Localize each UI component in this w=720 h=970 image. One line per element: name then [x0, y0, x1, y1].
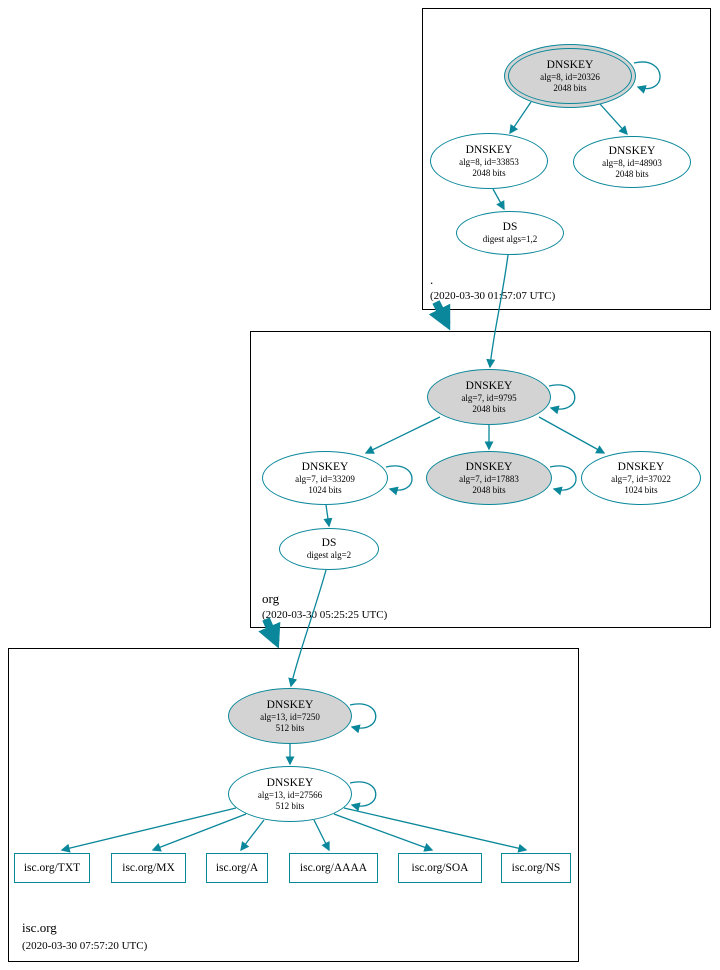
node-detail: alg=7, id=17883	[459, 474, 519, 485]
node-title: DNSKEY	[546, 58, 594, 71]
node-size: 1024 bits	[624, 484, 658, 495]
isc-org-zsk-dnskey-node: DNSKEY alg=13, id=27566 512 bits	[228, 766, 352, 822]
node-title: DS	[502, 220, 518, 233]
root-zone-timestamp: (2020-03-30 01:57:07 UTC)	[430, 290, 556, 302]
node-title: DS	[321, 536, 337, 549]
node-size: 2048 bits	[472, 403, 506, 414]
root-zone-label: .	[430, 272, 434, 287]
node-detail: digest alg=2	[306, 550, 352, 561]
node-detail: alg=7, id=33209	[295, 474, 355, 485]
root-ksk-dnskey-node: DNSKEY alg=8, id=20326 2048 bits	[504, 44, 636, 108]
node-size: 1024 bits	[308, 484, 342, 495]
rrset-isc-org-soa: isc.org/SOA	[398, 853, 482, 883]
node-detail: alg=8, id=20326	[540, 72, 600, 83]
org-zone-label: org	[262, 591, 280, 606]
node-detail: alg=7, id=9795	[461, 393, 517, 404]
node-detail: alg=8, id=33853	[459, 157, 519, 168]
node-detail: digest algs=1,2	[482, 234, 538, 245]
node-title: DNSKEY	[608, 144, 656, 157]
rrset-isc-org-mx: isc.org/MX	[111, 853, 186, 883]
node-size: 2048 bits	[615, 168, 649, 179]
node-title: DNSKEY	[617, 460, 665, 473]
org-ksk-dnskey-node: DNSKEY alg=7, id=9795 2048 bits	[427, 369, 551, 425]
node-size: 2048 bits	[472, 484, 506, 495]
node-title: DNSKEY	[266, 776, 314, 789]
rrset-isc-org-a: isc.org/A	[206, 853, 268, 883]
rrset-isc-org-txt: isc.org/TXT	[14, 853, 90, 883]
node-size: 2048 bits	[472, 167, 506, 178]
org-zone-timestamp: (2020-03-30 05:25:25 UTC)	[262, 609, 388, 621]
org-dnskey-37022-node: DNSKEY alg=7, id=37022 1024 bits	[581, 451, 701, 505]
org-dnskey-17883-node: DNSKEY alg=7, id=17883 2048 bits	[426, 451, 552, 505]
node-detail: alg=13, id=27566	[257, 790, 323, 801]
root-ds-node: DS digest algs=1,2	[456, 211, 564, 255]
node-title: DNSKEY	[266, 698, 314, 711]
node-title: DNSKEY	[465, 143, 513, 156]
node-title: DNSKEY	[301, 460, 349, 473]
rrset-isc-org-aaaa: isc.org/AAAA	[289, 853, 378, 883]
isc-org-ksk-dnskey-node: DNSKEY alg=13, id=7250 512 bits	[228, 688, 352, 744]
node-title: DNSKEY	[465, 460, 513, 473]
node-detail: alg=13, id=7250	[260, 712, 320, 723]
node-size: 512 bits	[275, 800, 305, 811]
root-zsk-dnskey-node: DNSKEY alg=8, id=33853 2048 bits	[430, 133, 548, 189]
isc-org-zone-timestamp: (2020-03-30 07:57:20 UTC)	[22, 940, 148, 952]
node-detail: alg=8, id=48903	[602, 158, 662, 169]
node-detail: alg=7, id=37022	[611, 474, 671, 485]
root-dnskey-48903-node: DNSKEY alg=8, id=48903 2048 bits	[573, 136, 691, 188]
org-zsk-dnskey-node: DNSKEY alg=7, id=33209 1024 bits	[262, 451, 388, 505]
node-size: 512 bits	[275, 722, 305, 733]
isc-org-zone-label: isc.org	[22, 920, 57, 935]
rrset-isc-org-ns: isc.org/NS	[501, 853, 571, 883]
node-size: 2048 bits	[553, 82, 587, 93]
org-ds-node: DS digest alg=2	[279, 528, 379, 570]
node-title: DNSKEY	[465, 379, 513, 392]
